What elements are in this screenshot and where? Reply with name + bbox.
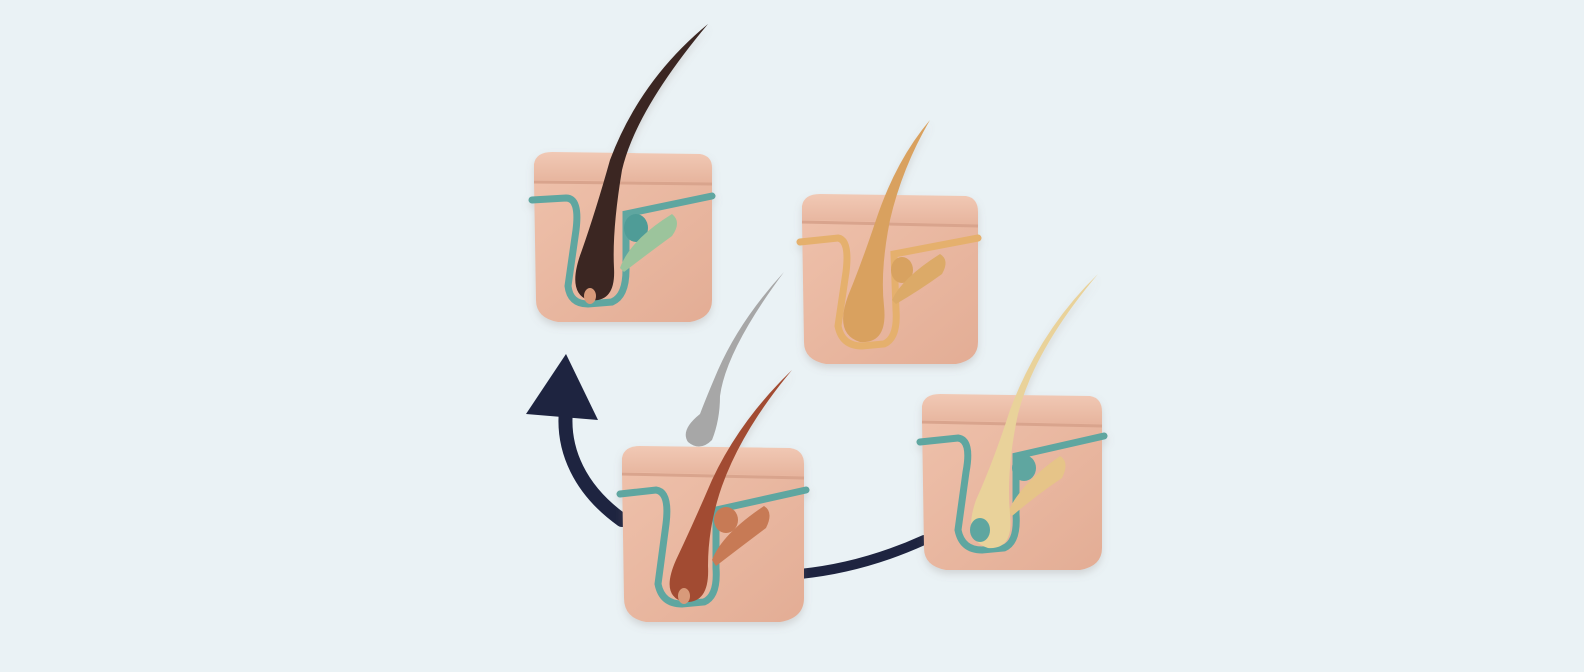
stage-4-skin-block xyxy=(616,370,810,622)
stage-1-skin-block xyxy=(528,24,716,322)
stage-4-hair xyxy=(669,370,792,603)
cycle-arrow xyxy=(526,354,929,579)
stage-2-hair xyxy=(843,120,930,343)
shed-hair xyxy=(685,272,784,447)
stage-2-skin-block xyxy=(796,120,982,364)
stage-1-hair xyxy=(575,24,708,301)
arrow-segment-left xyxy=(558,403,629,527)
arrow-segment-right xyxy=(795,535,929,579)
stage-3-hair xyxy=(971,274,1098,549)
arrow-head-icon xyxy=(526,354,598,420)
stage-3-skin-block xyxy=(916,274,1108,570)
